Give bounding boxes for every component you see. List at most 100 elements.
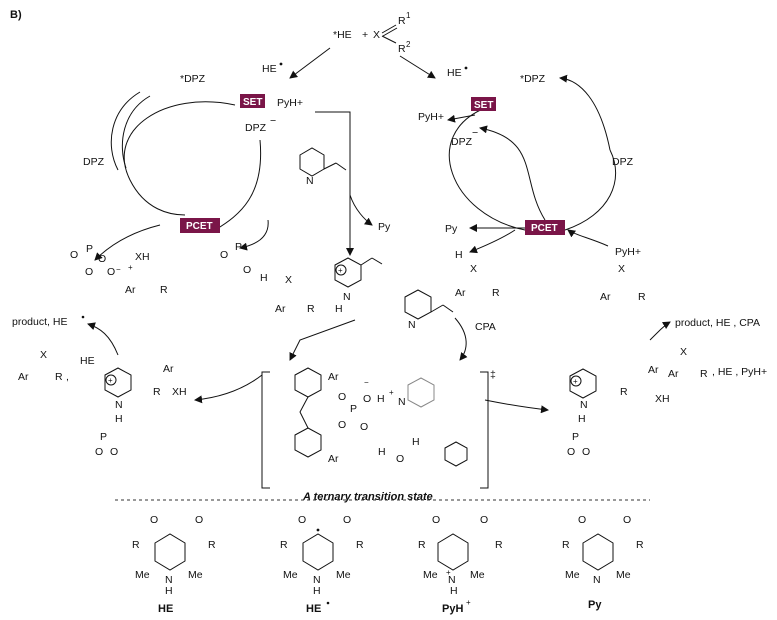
svg-text:R: R (132, 539, 140, 551)
svg-text:H: H (450, 585, 458, 597)
svg-text:Ar: Ar (125, 284, 136, 296)
svg-text:Me: Me (188, 569, 203, 581)
svg-text:R: R (418, 539, 426, 551)
svg-text:, HE , PyH+: , HE , PyH+ (712, 366, 767, 378)
bottom-he: O O R R Me Me N H HE (132, 514, 216, 615)
panel-label: B) (10, 9, 22, 21)
svg-text:R: R (700, 368, 708, 380)
svg-text:SET: SET (243, 97, 262, 108)
svg-text:R: R (636, 539, 644, 551)
svg-text:O: O (243, 264, 251, 276)
pcet-tag-right (525, 220, 565, 235)
svg-text:O: O (578, 514, 586, 526)
svg-text:Ar: Ar (163, 363, 174, 375)
svg-text:+: + (128, 263, 133, 272)
svg-text:Me: Me (135, 569, 150, 581)
svg-text:N: N (115, 399, 123, 411)
ts-label: A ternary transition state (302, 491, 433, 503)
svg-text:N: N (343, 291, 351, 303)
svg-text:product, HE: product, HE (12, 316, 67, 328)
svg-text:O: O (567, 446, 575, 458)
svg-text:DPZ: DPZ (612, 156, 634, 168)
svg-text:O: O (480, 514, 488, 526)
svg-text:O: O (432, 514, 440, 526)
svg-text:HE: HE (447, 67, 462, 79)
svg-text:O: O (582, 446, 590, 458)
svg-text:P: P (350, 403, 357, 415)
svg-text:R: R (495, 539, 503, 551)
svg-text:Ar: Ar (328, 453, 339, 465)
svg-text:O: O (107, 266, 115, 278)
svg-text:−: − (364, 378, 369, 387)
svg-text:Me: Me (616, 569, 631, 581)
svg-text:H: H (313, 585, 321, 597)
svg-text:Me: Me (470, 569, 485, 581)
svg-text:N: N (313, 574, 321, 586)
svg-text:product, HE , CPA: product, HE , CPA (675, 317, 760, 329)
svg-text:PyH+: PyH+ (615, 246, 641, 258)
svg-text:R: R (307, 303, 315, 315)
svg-text:DPZ: DPZ (245, 122, 267, 134)
svg-text:+: + (466, 598, 471, 607)
svg-text:X: X (470, 263, 477, 275)
left-cycle: *DPZ HE SET PyH+ DPZ − DPZ PCET (83, 62, 303, 261)
svg-text:H: H (377, 393, 385, 405)
svg-text:Me: Me (423, 569, 438, 581)
right-lower: product, HE , CPA X Ar R , HE , PyH+ + N… (484, 317, 767, 458)
svg-text:X: X (40, 349, 47, 361)
svg-text:+: + (338, 266, 343, 275)
svg-text:H: H (335, 303, 343, 315)
svg-text:X: X (618, 263, 625, 275)
set-tag-left (240, 94, 265, 108)
svg-text:H: H (412, 436, 420, 448)
svg-text:Ar: Ar (275, 303, 286, 315)
svg-text:N: N (306, 175, 314, 187)
right-middle-species: H X Ar R X Ar R N CPA (404, 249, 646, 361)
svg-text:HE: HE (158, 603, 173, 615)
svg-text:PyH+: PyH+ (277, 97, 303, 109)
svg-text:O: O (110, 446, 118, 458)
vinylpyridine-top: N Py (299, 111, 391, 256)
svg-text:R: R (208, 539, 216, 551)
svg-text:R: R (620, 386, 628, 398)
svg-text:N: N (408, 319, 416, 331)
svg-text:O: O (396, 453, 404, 465)
svg-text:+: + (573, 377, 578, 386)
svg-text:X: X (285, 274, 292, 286)
svg-text:HE: HE (262, 63, 277, 75)
svg-text:DPZ: DPZ (451, 136, 473, 148)
bottom-he-radical: O O R R Me Me N H HE (280, 514, 364, 615)
svg-text:‡: ‡ (490, 369, 496, 381)
svg-text:Me: Me (336, 569, 351, 581)
svg-text:DPZ: DPZ (83, 156, 105, 168)
svg-text:R: R (356, 539, 364, 551)
svg-text:+: + (389, 388, 394, 397)
svg-text:O: O (623, 514, 631, 526)
left-lower: product, HE X Ar R , HE + N H Ar R XH P … (12, 315, 263, 458)
svg-text:O: O (195, 514, 203, 526)
svg-text:−: − (270, 115, 276, 127)
svg-text:*DPZ: *DPZ (520, 73, 546, 85)
svg-text:,: , (66, 371, 69, 383)
svg-text:R: R (55, 371, 63, 383)
svg-text:Py: Py (378, 221, 391, 233)
svg-text:N: N (448, 574, 456, 586)
transition-state: ‡ Ar Ar O P O O O − H + N H O H A ternar… (261, 367, 496, 503)
svg-text:R: R (398, 15, 406, 27)
svg-text:P: P (572, 431, 579, 443)
svg-text:P: P (235, 241, 242, 253)
svg-text:O: O (338, 391, 346, 403)
svg-text:P: P (86, 243, 93, 255)
svg-text:O: O (95, 446, 103, 458)
svg-text:O: O (220, 249, 228, 261)
pyridinium-center: + N H (289, 257, 383, 361)
svg-text:O: O (70, 249, 78, 261)
svg-text:O: O (338, 419, 346, 431)
svg-text:−: − (472, 127, 478, 139)
svg-text:P: P (100, 431, 107, 443)
right-cycle: *DPZ HE SET PyH+ DPZ − DPZ PCET Py PyH+ (418, 66, 641, 258)
svg-text:2: 2 (406, 40, 411, 49)
svg-text:+: + (362, 29, 368, 41)
